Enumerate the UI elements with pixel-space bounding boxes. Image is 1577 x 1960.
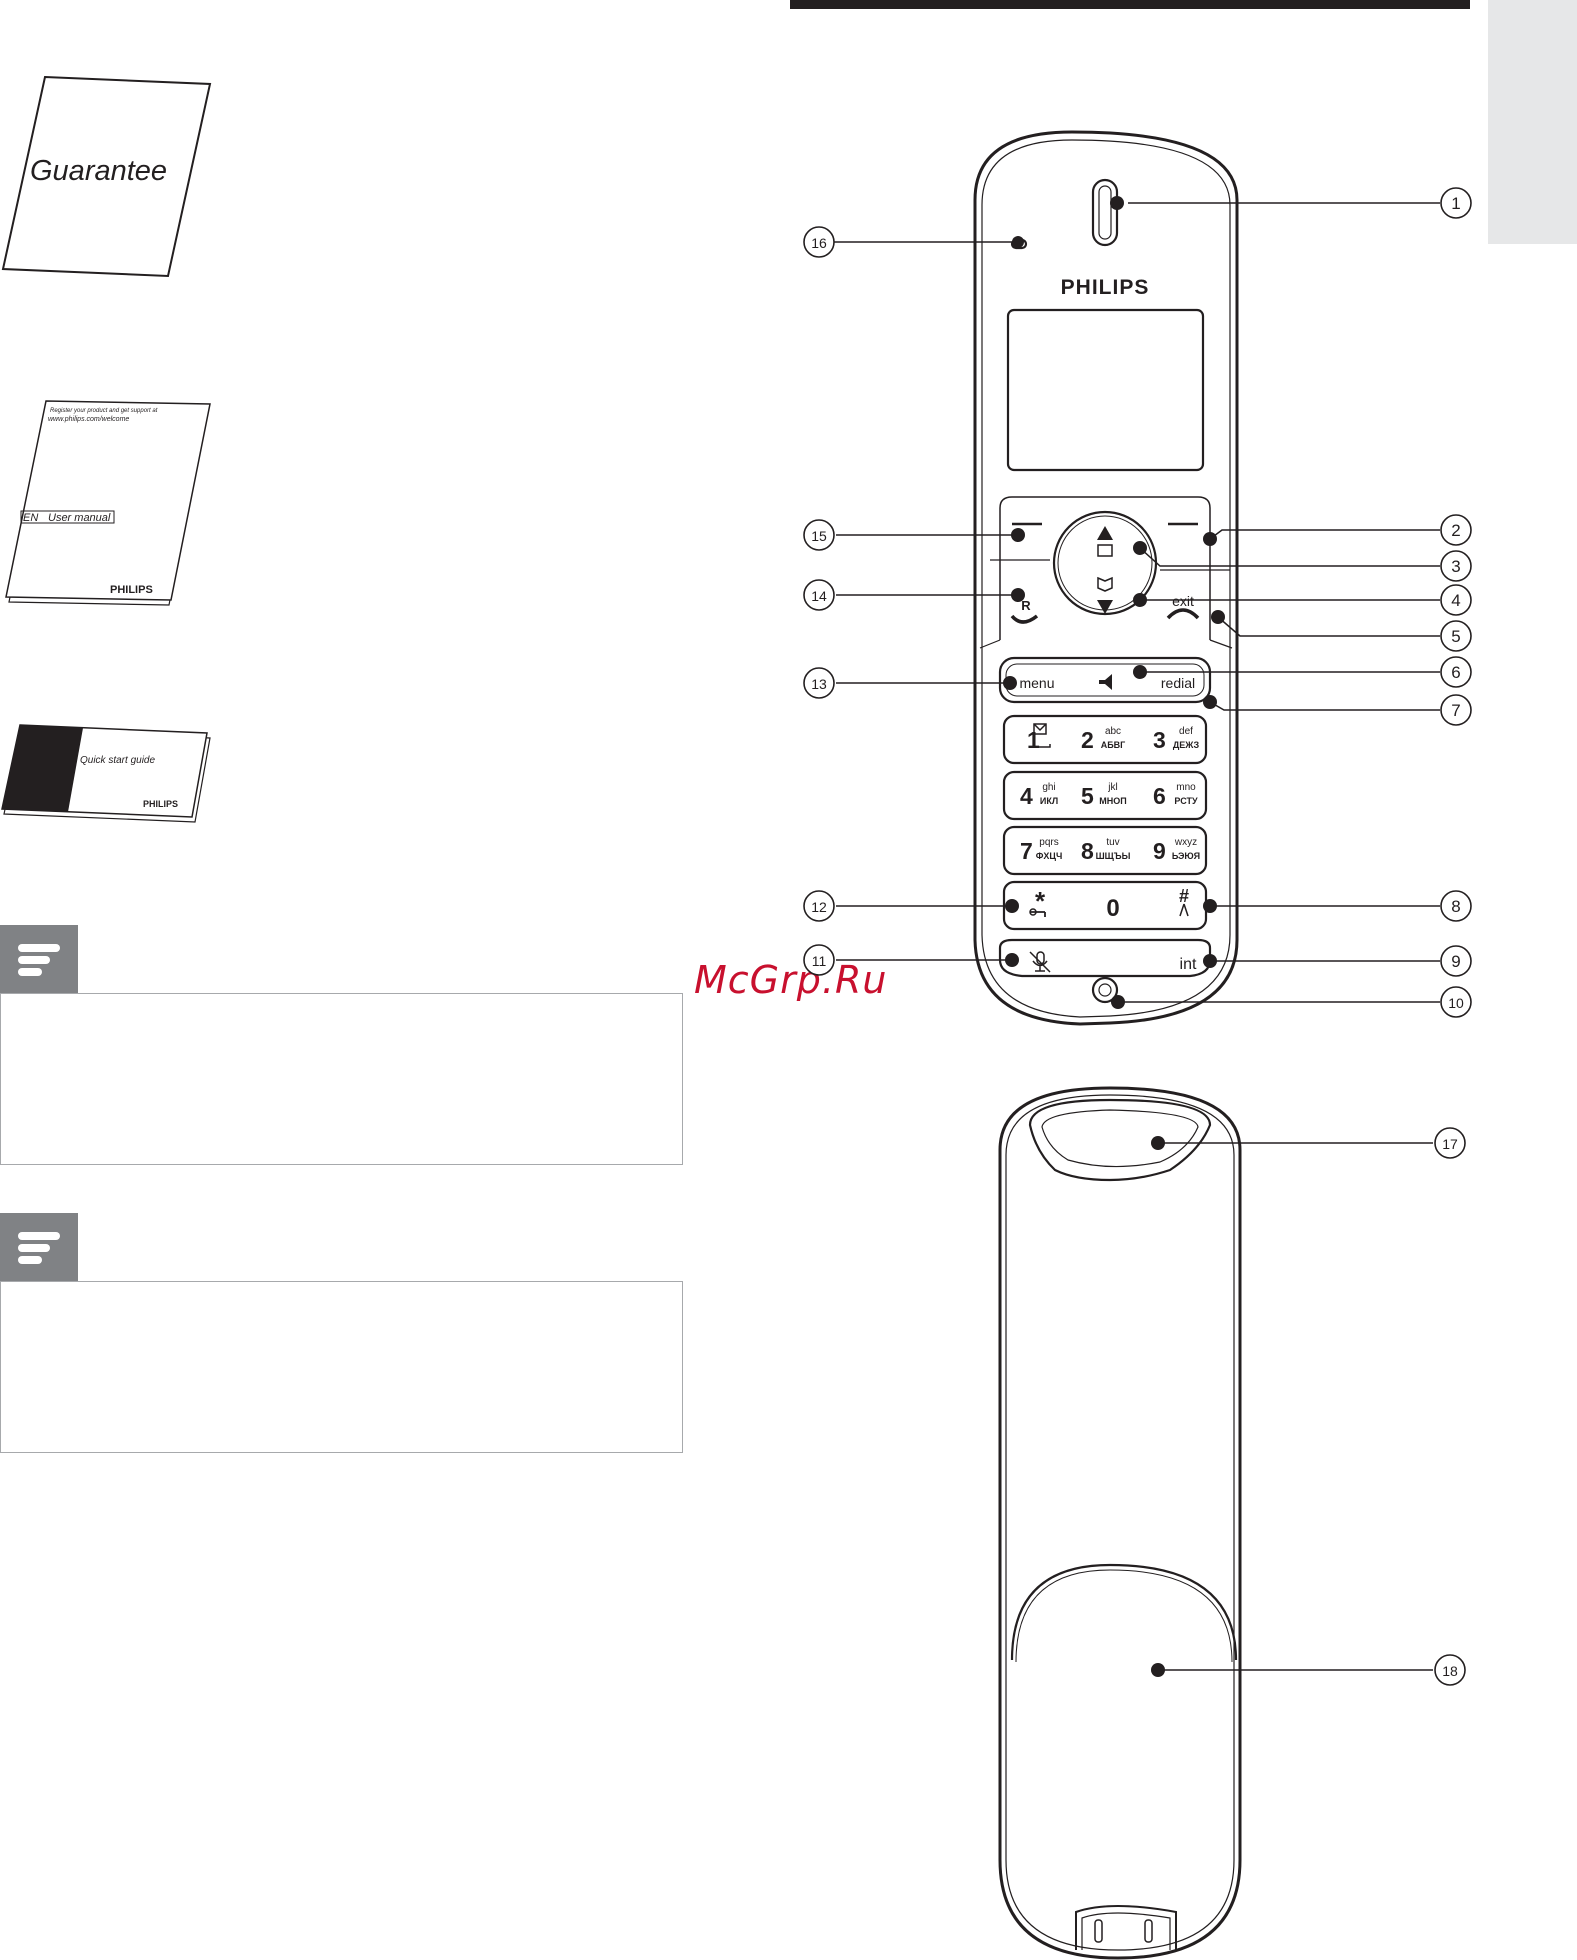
header-rule xyxy=(790,0,1470,9)
key-2-latin: abc xyxy=(1105,726,1121,737)
key-4-cyrillic: ИКЛ xyxy=(1040,796,1058,806)
guarantee-card-illustration: Guarantee xyxy=(1,75,212,278)
display-screen xyxy=(1006,308,1205,472)
keylock-icon xyxy=(1030,911,1046,917)
redial-key-label: redial xyxy=(1161,675,1195,691)
key-2-cyrillic: АБВГ xyxy=(1101,740,1126,750)
key-8-latin: tuv xyxy=(1106,837,1119,848)
callout-10: 10 xyxy=(1448,995,1464,1011)
key-5-latin: jkl xyxy=(1107,782,1117,793)
manual-title: User manual xyxy=(48,512,111,524)
key-4-latin: ghi xyxy=(1042,782,1055,793)
message-icon xyxy=(1033,723,1047,735)
watermark: McGrp.Ru xyxy=(694,958,888,1002)
quick-start-guide-illustration: Quick start guide PHILIPS xyxy=(1,724,211,823)
key-3: 3 xyxy=(1153,727,1166,753)
manual-url: www.philips.com/welcome xyxy=(48,416,129,423)
qsg-title: Quick start guide xyxy=(80,755,155,766)
key-6-latin: mno xyxy=(1176,782,1196,793)
key-1: 1 xyxy=(1027,727,1040,753)
callout-11: 11 xyxy=(812,953,827,969)
callout-2: 2 xyxy=(1451,521,1460,540)
key-9-latin: wxyz xyxy=(1174,837,1197,848)
callout-9: 9 xyxy=(1451,952,1460,971)
callout-6: 6 xyxy=(1451,663,1460,682)
manual-brand: PHILIPS xyxy=(110,584,153,596)
key-3-cyrillic: ДЕЖЗ xyxy=(1173,740,1200,750)
nav-up-arrow-icon xyxy=(1097,526,1113,540)
key-7-cyrillic: ФХЦЧ xyxy=(1036,851,1063,861)
key-9: 9 xyxy=(1153,838,1166,864)
callout-5: 5 xyxy=(1451,627,1460,646)
key-4: 4 xyxy=(1020,783,1033,809)
callout-15: 15 xyxy=(811,528,827,544)
key-6-cyrillic: РСТУ xyxy=(1174,796,1198,806)
int-key-label: int xyxy=(1180,956,1197,973)
callout-14: 14 xyxy=(811,588,827,604)
key-2: 2 xyxy=(1081,727,1094,753)
keypad-row-2 xyxy=(1002,770,1208,821)
user-manual-illustration: Register your product and get support at… xyxy=(5,400,211,606)
earpiece xyxy=(1091,178,1119,247)
keypad-row-3 xyxy=(1002,825,1208,876)
callout-16: 16 xyxy=(811,235,827,251)
key-8: 8 xyxy=(1081,838,1094,864)
key-star: * xyxy=(1035,886,1046,916)
manual-register-line: Register your product and get support at xyxy=(50,408,158,414)
note-icon xyxy=(0,1213,78,1281)
language-side-tab xyxy=(1488,0,1577,244)
key-8-cyrillic: ШЩЪЫ xyxy=(1096,851,1131,861)
key-3-latin: def xyxy=(1179,726,1193,737)
handset-back xyxy=(998,1086,1242,1960)
key-7-latin: pqrs xyxy=(1039,837,1058,848)
key-9-cyrillic: ЬЭЮЯ xyxy=(1172,851,1200,861)
note-box xyxy=(0,993,683,1165)
callout-3: 3 xyxy=(1451,557,1460,576)
note-box xyxy=(0,1281,683,1453)
key-5-cyrillic: МНОП xyxy=(1099,796,1126,806)
talk-key-icon xyxy=(1010,614,1039,624)
key-6: 6 xyxy=(1153,783,1166,809)
key-hash: # xyxy=(1179,886,1189,906)
keypad-row-1 xyxy=(1002,714,1208,765)
key-7: 7 xyxy=(1020,838,1033,864)
ringer-off-icon xyxy=(1179,903,1189,917)
callout-13: 13 xyxy=(811,676,827,692)
key-5: 5 xyxy=(1081,783,1094,809)
phonebook-icon xyxy=(1097,576,1113,592)
callout-12: 12 xyxy=(811,899,827,915)
handset-brand: PHILIPS xyxy=(1061,276,1150,299)
callout-1: 1 xyxy=(1451,194,1460,213)
manual-lang: EN xyxy=(23,512,38,524)
callout-7: 7 xyxy=(1451,701,1460,720)
handset-body xyxy=(973,130,1239,1026)
recall-key-label: R xyxy=(1021,598,1031,613)
callout-17: 17 xyxy=(1442,1136,1458,1152)
guarantee-title: Guarantee xyxy=(30,155,167,187)
bottom-key-row xyxy=(998,938,1212,978)
ringer-speaker-grille xyxy=(1028,1098,1212,1182)
nav-down-arrow-icon xyxy=(1097,600,1113,614)
charging-contacts-area xyxy=(1075,1905,1177,1950)
callout-18: 18 xyxy=(1442,1663,1458,1679)
callout-8: 8 xyxy=(1451,897,1460,916)
microphone xyxy=(1091,976,1119,1004)
battery-cover-top xyxy=(1010,1563,1238,1661)
note-icon xyxy=(0,925,78,993)
speaker-icon xyxy=(1099,674,1112,690)
exit-key-label: exit xyxy=(1172,593,1194,609)
qsg-brand: PHILIPS xyxy=(143,799,178,809)
function-key-row xyxy=(998,656,1212,704)
callout-4: 4 xyxy=(1451,591,1460,610)
call-log-icon xyxy=(1097,544,1113,557)
menu-key-label: menu xyxy=(1019,675,1054,691)
key-0: 0 xyxy=(1106,895,1119,922)
end-key-icon xyxy=(1166,608,1200,620)
